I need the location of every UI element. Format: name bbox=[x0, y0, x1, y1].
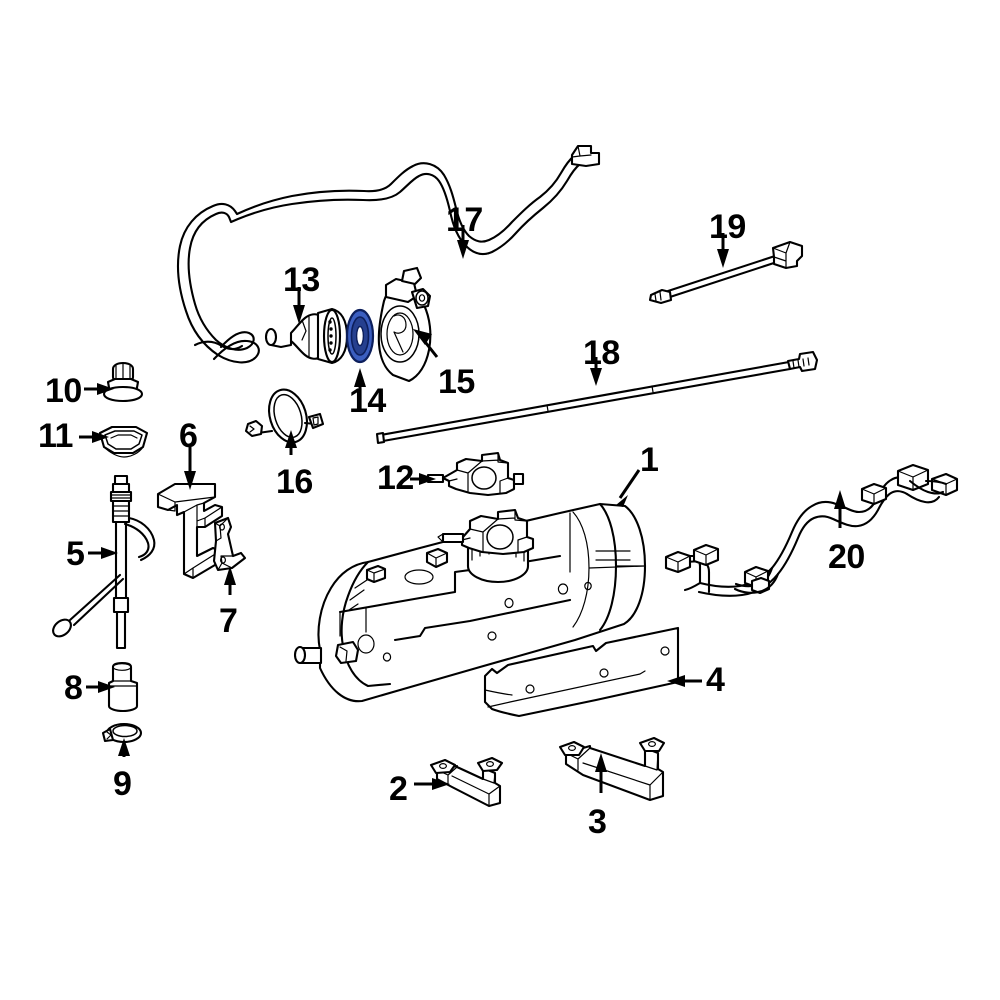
part-6-upper-mounting-bracket bbox=[156, 482, 224, 580]
part-4-tank-heat-shield bbox=[483, 626, 680, 718]
callout-label-1[interactable]: 1 bbox=[640, 441, 659, 479]
part-20-wiring-harness bbox=[664, 463, 959, 597]
callout-label-2[interactable]: 2 bbox=[389, 770, 408, 808]
part-11-seal-cup-washer bbox=[98, 425, 149, 458]
callout-label-17[interactable]: 17 bbox=[446, 201, 483, 239]
callout-label-9[interactable]: 9 bbox=[113, 765, 132, 803]
part-14-injector-gasket-seal bbox=[345, 308, 375, 364]
part-1-def-tank bbox=[293, 502, 647, 703]
part-2-tank-strap-short bbox=[429, 756, 504, 808]
callout-label-6[interactable]: 6 bbox=[179, 417, 198, 455]
callout-label-11[interactable]: 11 bbox=[38, 417, 73, 455]
part-3-tank-strap-long bbox=[558, 736, 666, 802]
callout-label-14[interactable]: 14 bbox=[349, 382, 386, 420]
callout-label-19[interactable]: 19 bbox=[709, 208, 746, 246]
callout-label-12[interactable]: 12 bbox=[377, 459, 414, 497]
part-16-retaining-clamp-ring bbox=[244, 388, 325, 444]
callout-label-4[interactable]: 4 bbox=[706, 661, 725, 699]
part-17-supply-line-hose bbox=[176, 144, 601, 364]
callout-label-20[interactable]: 20 bbox=[828, 538, 865, 576]
callout-label-10[interactable]: 10 bbox=[45, 372, 82, 410]
part-13-dosing-injector bbox=[264, 307, 349, 365]
callout-label-5[interactable]: 5 bbox=[66, 535, 85, 573]
callout-label-3[interactable]: 3 bbox=[588, 803, 607, 841]
callout-label-18[interactable]: 18 bbox=[583, 334, 620, 372]
part-19-temperature-sensor bbox=[648, 240, 804, 305]
part-7-small-support-bracket bbox=[212, 516, 247, 572]
callout-label-7[interactable]: 7 bbox=[219, 602, 238, 640]
part-12-purge-valve bbox=[426, 451, 525, 497]
part-5-level-sensor-probe bbox=[52, 474, 156, 650]
part-18-suction-tube-rod bbox=[375, 350, 819, 445]
part-8-filter-cartridge bbox=[107, 661, 139, 713]
callout-label-15[interactable]: 15 bbox=[438, 363, 475, 401]
callout-leader-lines bbox=[79, 225, 846, 793]
callout-label-16[interactable]: 16 bbox=[276, 463, 313, 501]
part-9-hose-clamp-ring bbox=[101, 722, 143, 744]
callout-label-13[interactable]: 13 bbox=[283, 261, 320, 299]
part-15-supply-pump-module bbox=[377, 266, 432, 383]
part-10-cap-nut bbox=[102, 361, 144, 403]
callout-label-8[interactable]: 8 bbox=[64, 669, 83, 707]
